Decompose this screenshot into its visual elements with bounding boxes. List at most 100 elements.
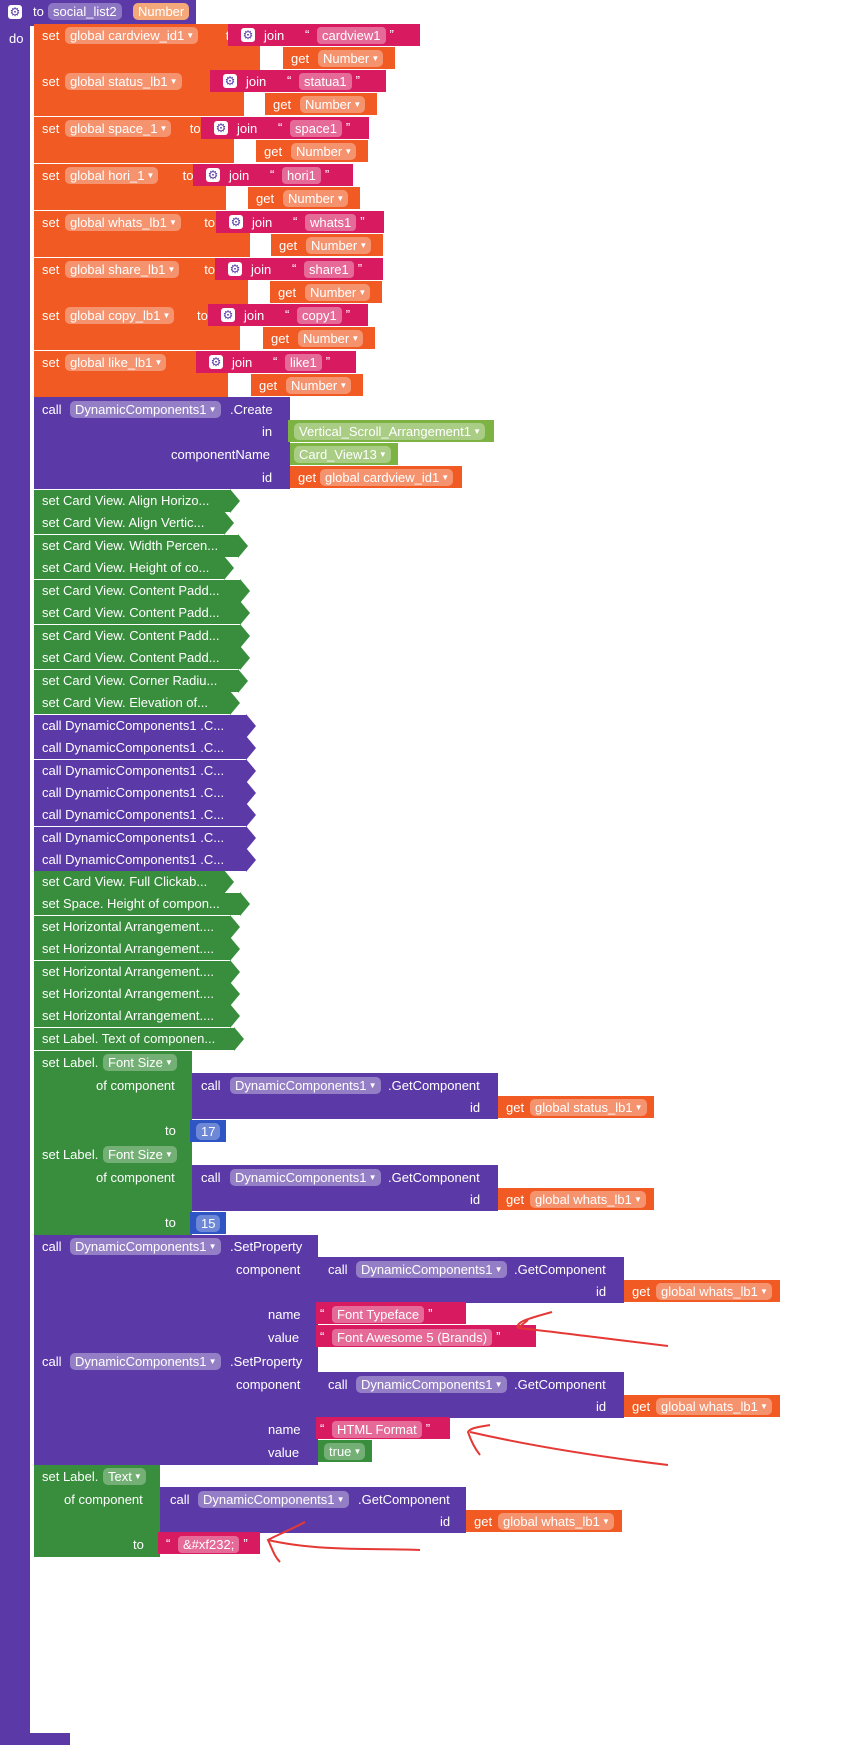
- join-string-value[interactable]: like1: [285, 354, 322, 371]
- chevron-down-icon[interactable]: ▼: [344, 147, 353, 156]
- number-block[interactable]: [190, 1212, 226, 1234]
- chevron-down-icon[interactable]: ▼: [368, 1081, 377, 1090]
- get-var-block[interactable]: [290, 466, 462, 488]
- collapsed-set-block[interactable]: [34, 535, 238, 557]
- chevron-down-icon[interactable]: ▼: [146, 171, 155, 180]
- collapsed-call-block[interactable]: [34, 737, 246, 760]
- component-ref-dropdown[interactable]: Card_View13▼: [294, 446, 391, 463]
- join-block[interactable]: [210, 70, 386, 92]
- chevron-down-icon[interactable]: ▼: [165, 1150, 173, 1159]
- property-dropdown[interactable]: Font Size▼: [103, 1146, 177, 1163]
- chevron-down-icon[interactable]: ▼: [336, 194, 345, 203]
- get-number-block[interactable]: [251, 374, 363, 396]
- string-value[interactable]: &#xf232;: [178, 1536, 240, 1553]
- collapsed-set-block[interactable]: [34, 960, 230, 983]
- get-var-block[interactable]: [466, 1510, 622, 1532]
- gear-icon[interactable]: ⚙: [8, 5, 22, 19]
- chevron-down-icon[interactable]: ▼: [351, 334, 360, 343]
- gear-icon[interactable]: ⚙: [214, 121, 228, 135]
- variable-dropdown[interactable]: global hori_1▼: [65, 167, 159, 184]
- variable-dropdown[interactable]: global whats_lb1▼: [530, 1191, 646, 1208]
- variable-dropdown[interactable]: global space_1▼: [65, 120, 172, 137]
- call-getcomponent-block[interactable]: [318, 1257, 624, 1303]
- chevron-down-icon[interactable]: ▼: [494, 1265, 503, 1274]
- text-block[interactable]: [316, 1325, 537, 1347]
- chevron-down-icon[interactable]: ▼: [633, 1195, 642, 1204]
- collapsed-set-block[interactable]: [34, 1005, 230, 1028]
- join-string-value[interactable]: hori1: [282, 167, 321, 184]
- join-block[interactable]: [228, 24, 420, 46]
- collapsed-set-block[interactable]: [34, 580, 240, 602]
- text-block[interactable]: [316, 1302, 466, 1324]
- variable-dropdown[interactable]: global whats_lb1▼: [498, 1513, 614, 1530]
- chevron-down-icon[interactable]: ▼: [371, 54, 380, 63]
- string-value[interactable]: Font Typeface: [332, 1306, 425, 1323]
- gear-icon[interactable]: ⚙: [223, 74, 237, 88]
- gear-icon[interactable]: ⚙: [221, 308, 235, 322]
- set-global-block[interactable]: [34, 351, 228, 397]
- join-string-value[interactable]: statua1: [299, 73, 352, 90]
- collapsed-call-block[interactable]: [34, 848, 246, 871]
- join-block[interactable]: [196, 351, 356, 373]
- get-variable-dropdown[interactable]: Number▼: [318, 50, 384, 67]
- collapsed-set-block[interactable]: [34, 983, 230, 1005]
- get-variable-dropdown[interactable]: Number▼: [283, 190, 349, 207]
- chevron-down-icon[interactable]: ▼: [359, 241, 368, 250]
- join-string-value[interactable]: space1: [290, 120, 342, 137]
- call-getcomponent-block[interactable]: [318, 1372, 624, 1418]
- get-variable-dropdown[interactable]: Number▼: [286, 377, 352, 394]
- collapsed-set-block[interactable]: [34, 938, 230, 961]
- chevron-down-icon[interactable]: ▼: [634, 1103, 643, 1112]
- gear-icon[interactable]: ⚙: [206, 168, 220, 182]
- get-number-block[interactable]: [270, 281, 382, 303]
- join-string-value[interactable]: copy1: [297, 307, 342, 324]
- chevron-down-icon[interactable]: ▼: [167, 265, 176, 274]
- set-label-fontsize-block[interactable]: [34, 1051, 192, 1143]
- component-dropdown[interactable]: DynamicComponents1▼: [230, 1077, 381, 1094]
- collapsed-set-block[interactable]: [34, 512, 224, 534]
- component-dropdown[interactable]: DynamicComponents1▼: [70, 401, 221, 418]
- collapsed-call-block[interactable]: [34, 804, 246, 827]
- chevron-down-icon[interactable]: ▼: [169, 77, 178, 86]
- chevron-down-icon[interactable]: ▼: [168, 218, 177, 227]
- join-block[interactable]: [216, 211, 384, 233]
- gear-icon[interactable]: ⚙: [209, 355, 223, 369]
- component-dropdown[interactable]: DynamicComponents1▼: [198, 1491, 349, 1508]
- variable-dropdown[interactable]: global status_lb1▼: [65, 73, 182, 90]
- get-number-block[interactable]: [265, 93, 377, 115]
- get-number-block[interactable]: [256, 140, 368, 162]
- collapsed-call-block[interactable]: [34, 759, 246, 782]
- chevron-down-icon[interactable]: ▼: [208, 1357, 217, 1366]
- collapsed-set-block[interactable]: [34, 915, 230, 938]
- property-dropdown[interactable]: Font Size▼: [103, 1054, 177, 1071]
- component-ref-dropdown[interactable]: Vertical_Scroll_Arrangement1▼: [294, 423, 485, 440]
- property-dropdown[interactable]: Text▼: [103, 1468, 146, 1485]
- chevron-down-icon[interactable]: ▼: [759, 1402, 768, 1411]
- get-var-block[interactable]: [498, 1188, 654, 1210]
- set-label-fontsize-block[interactable]: [34, 1143, 192, 1235]
- collapsed-set-block[interactable]: [34, 602, 240, 624]
- set-global-block[interactable]: [34, 117, 234, 163]
- set-global-block[interactable]: [34, 304, 240, 350]
- number-value[interactable]: 17: [196, 1123, 221, 1140]
- chevron-down-icon[interactable]: ▼: [133, 1472, 142, 1481]
- variable-dropdown[interactable]: global whats_lb1▼: [656, 1283, 772, 1300]
- variable-dropdown[interactable]: global cardview_id1▼: [65, 27, 199, 44]
- call-getcomponent-block[interactable]: [192, 1073, 498, 1119]
- chevron-down-icon[interactable]: ▼: [339, 381, 348, 390]
- collapsed-set-block[interactable]: [34, 692, 230, 714]
- get-variable-dropdown[interactable]: Number▼: [300, 96, 366, 113]
- chevron-down-icon[interactable]: ▼: [378, 450, 387, 459]
- collapsed-call-block[interactable]: [34, 826, 246, 849]
- chevron-down-icon[interactable]: ▼: [368, 1173, 377, 1182]
- variable-dropdown[interactable]: global whats_lb1▼: [656, 1398, 772, 1415]
- gear-icon[interactable]: ⚙: [241, 28, 255, 42]
- component-dropdown[interactable]: DynamicComponents1▼: [356, 1261, 507, 1278]
- collapsed-set-block[interactable]: [34, 893, 240, 916]
- chevron-down-icon[interactable]: ▼: [473, 427, 481, 436]
- chevron-down-icon[interactable]: ▼: [353, 1447, 362, 1456]
- component-ref-block[interactable]: [290, 443, 398, 465]
- join-string-value[interactable]: share1: [304, 261, 354, 278]
- component-dropdown[interactable]: DynamicComponents1▼: [70, 1353, 221, 1370]
- collapsed-set-block[interactable]: [34, 625, 240, 647]
